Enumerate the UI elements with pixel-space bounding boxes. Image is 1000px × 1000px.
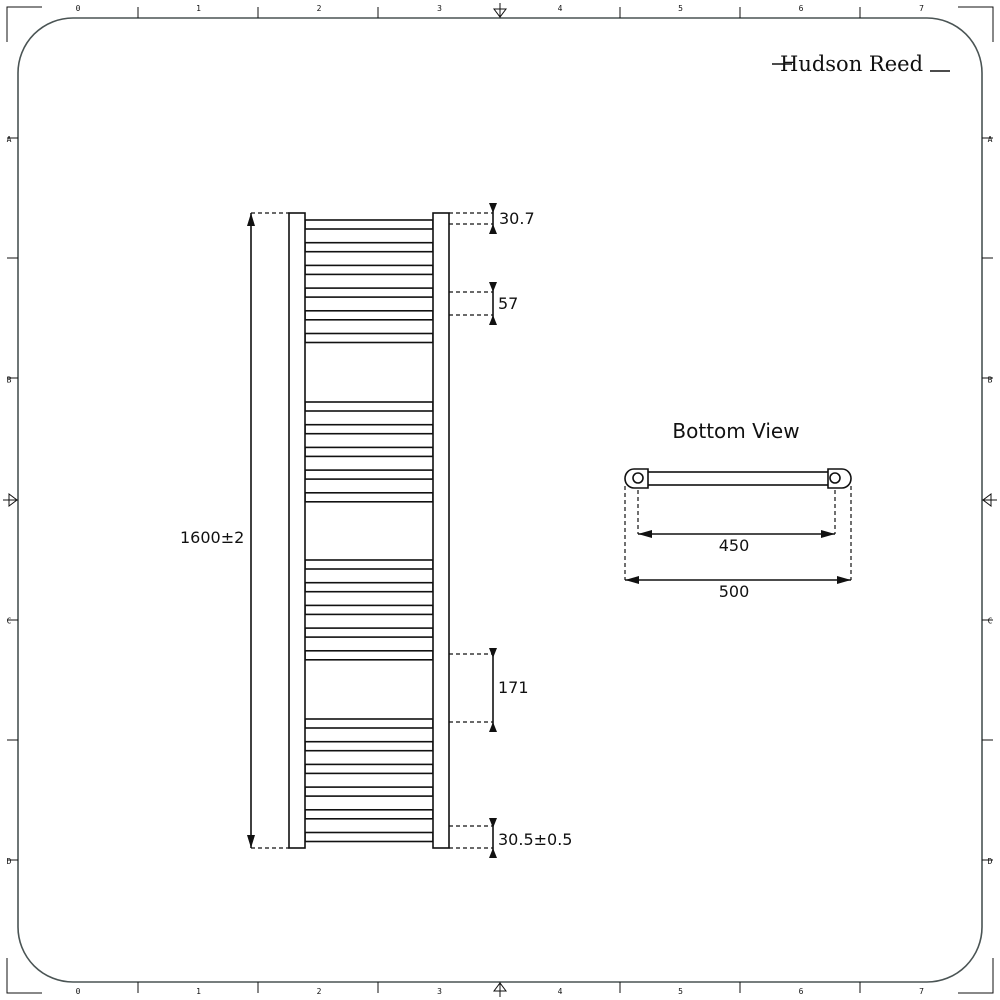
column-ref-label: 5	[678, 987, 683, 996]
column-ref-label: 6	[799, 4, 804, 13]
column-ref-label: 6	[799, 987, 804, 996]
row-ref-label: B	[988, 376, 993, 385]
row-ref-label: A	[988, 135, 993, 144]
column-ref-label: 2	[317, 987, 322, 996]
bar-pitch-dimension: 57	[449, 282, 518, 325]
row-ref-label: A	[7, 135, 12, 144]
towel-bar	[304, 740, 434, 752]
logo-text: Hudson Reed	[780, 52, 923, 76]
row-ref-label: B	[7, 376, 12, 385]
height-dimension: 1600±2	[180, 212, 289, 849]
towel-bar	[304, 446, 434, 458]
column-ref-label: 4	[558, 4, 563, 13]
towel-bar	[304, 559, 434, 570]
group-gap-dimension: 171	[449, 648, 529, 732]
bottom-view-title: Bottom View	[672, 419, 799, 443]
centres-label: 450	[719, 536, 750, 555]
column-ref-label: 0	[76, 987, 81, 996]
row-ref-label: C	[7, 616, 12, 625]
column-ref-label: 3	[437, 4, 442, 13]
top-gap-label: 30.7	[499, 209, 535, 228]
bottom-gap-label: 30.5±0.5	[498, 830, 572, 849]
towel-bar	[304, 718, 434, 729]
row-ref-label: C	[988, 616, 993, 625]
towel-bar	[304, 581, 434, 593]
column-ref-label: 2	[317, 4, 322, 13]
column-ref-label: 7	[919, 987, 924, 996]
towel-bar	[304, 332, 434, 344]
column-ref-label: 4	[558, 987, 563, 996]
group-gap-label: 171	[498, 678, 529, 697]
column-ref-label: 1	[196, 4, 201, 13]
column-ref-label: 3	[437, 987, 442, 996]
column-ref-label: 7	[919, 4, 924, 13]
row-ref-label: D	[988, 857, 993, 866]
column-ref-label: 0	[76, 4, 81, 13]
centre-marker-icon	[3, 3, 997, 997]
overall-width-label: 500	[719, 582, 750, 601]
column-ref-label: 5	[678, 4, 683, 13]
towel-bar	[304, 264, 434, 276]
height-label: 1600±2	[180, 528, 244, 547]
towel-bar	[304, 287, 434, 298]
towel-bar	[304, 808, 434, 820]
towel-bar	[304, 604, 434, 616]
towel-bar	[304, 627, 434, 638]
towel-bar	[304, 241, 434, 253]
left-rail	[288, 212, 306, 849]
front-view: 1600±2 30.7 57 171 30.5	[180, 203, 572, 858]
towel-rail-bars	[304, 219, 434, 843]
towel-bar	[304, 309, 434, 321]
towel-bar	[304, 649, 434, 661]
towel-bar	[304, 831, 434, 843]
towel-bar	[304, 423, 434, 435]
bar-pitch-label: 57	[498, 294, 518, 313]
top-gap-dimension: 30.7	[449, 203, 535, 234]
brand-logo: Hudson Reed	[772, 52, 950, 76]
towel-bar	[304, 786, 434, 797]
right-rail	[432, 212, 450, 849]
towel-bar	[304, 219, 434, 230]
column-ref-label: 1	[196, 987, 201, 996]
bottom-gap-dimension: 30.5±0.5	[449, 818, 572, 858]
towel-bar	[304, 763, 434, 775]
towel-bar	[304, 401, 434, 412]
row-ref-label: D	[7, 857, 12, 866]
towel-bar	[304, 491, 434, 503]
bottom-view: Bottom View 450 500	[624, 419, 852, 601]
towel-bar	[304, 469, 434, 480]
